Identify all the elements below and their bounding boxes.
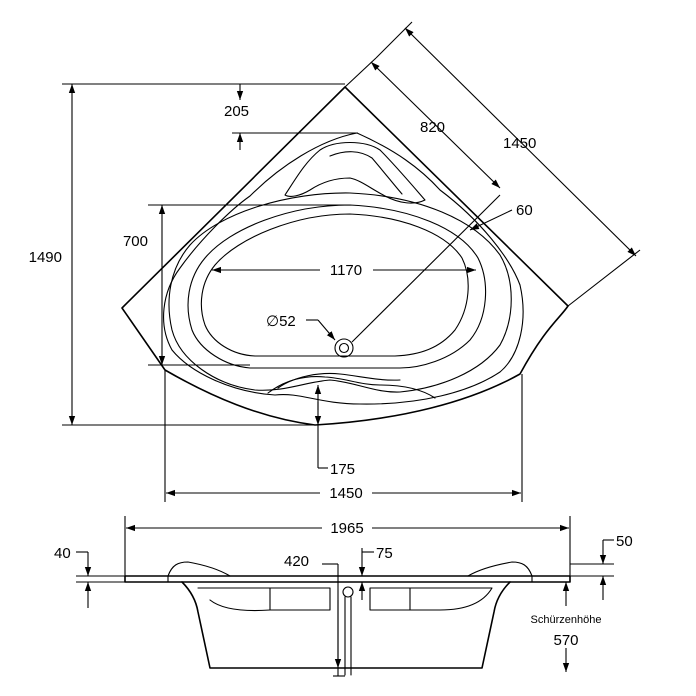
top-view: 1490 205 820 1450 60 700 1170 ∅52: [29, 21, 641, 502]
dim-1965-label: 1965: [330, 520, 363, 537]
dim-60-label: 60: [516, 202, 533, 219]
dim-175-label: 175: [330, 461, 355, 478]
dim-420-label: 420: [284, 553, 309, 570]
dim-60-arrow: [469, 209, 513, 231]
side-inner-right: [369, 587, 493, 611]
dim-40-label: 40: [54, 545, 71, 562]
dim-52-label: ∅52: [266, 313, 296, 330]
tub-outer-outline: [121, 86, 569, 426]
dim-820-ext-1: [344, 57, 377, 88]
dim-700-label: 700: [123, 233, 148, 250]
basin-outer: [168, 192, 512, 393]
basin-floor: [200, 213, 469, 357]
side-headrest-right: [467, 561, 533, 577]
dim-1490-label: 1490: [29, 249, 62, 266]
dim-1450-bottom-label: 1450: [329, 485, 362, 502]
drain-inner: [338, 342, 350, 354]
dim-50-label: 50: [616, 533, 633, 550]
side-headrest-left: [167, 561, 231, 577]
dim-570-label: 570: [553, 632, 578, 649]
side-view: 1965 40 420 75 50 Schürzenhöhe 570: [54, 516, 633, 677]
dim-205-label: 205: [224, 103, 249, 120]
side-rim: [124, 575, 571, 583]
side-drain: [342, 586, 354, 598]
dim-1450-ext-2: [567, 249, 641, 307]
headrest-bottom-2: [277, 373, 401, 389]
dim-820-label: 820: [420, 119, 445, 136]
dim-1450-diag-label: 1450: [503, 135, 536, 152]
dim-52-arrow: [317, 319, 336, 341]
apron-height-label: Schürzenhöhe: [531, 614, 602, 626]
dim-1450-ext-1: [375, 21, 413, 59]
dim-1450-line: [404, 27, 637, 257]
dim-60-leader: [351, 194, 501, 343]
drain-outer: [334, 338, 354, 358]
dim-1170-label: 1170: [330, 262, 362, 279]
dim-75-label: 75: [376, 545, 393, 562]
side-body: [181, 581, 511, 669]
headrest-top-inner: [329, 151, 403, 195]
side-inner-left: [197, 587, 331, 612]
